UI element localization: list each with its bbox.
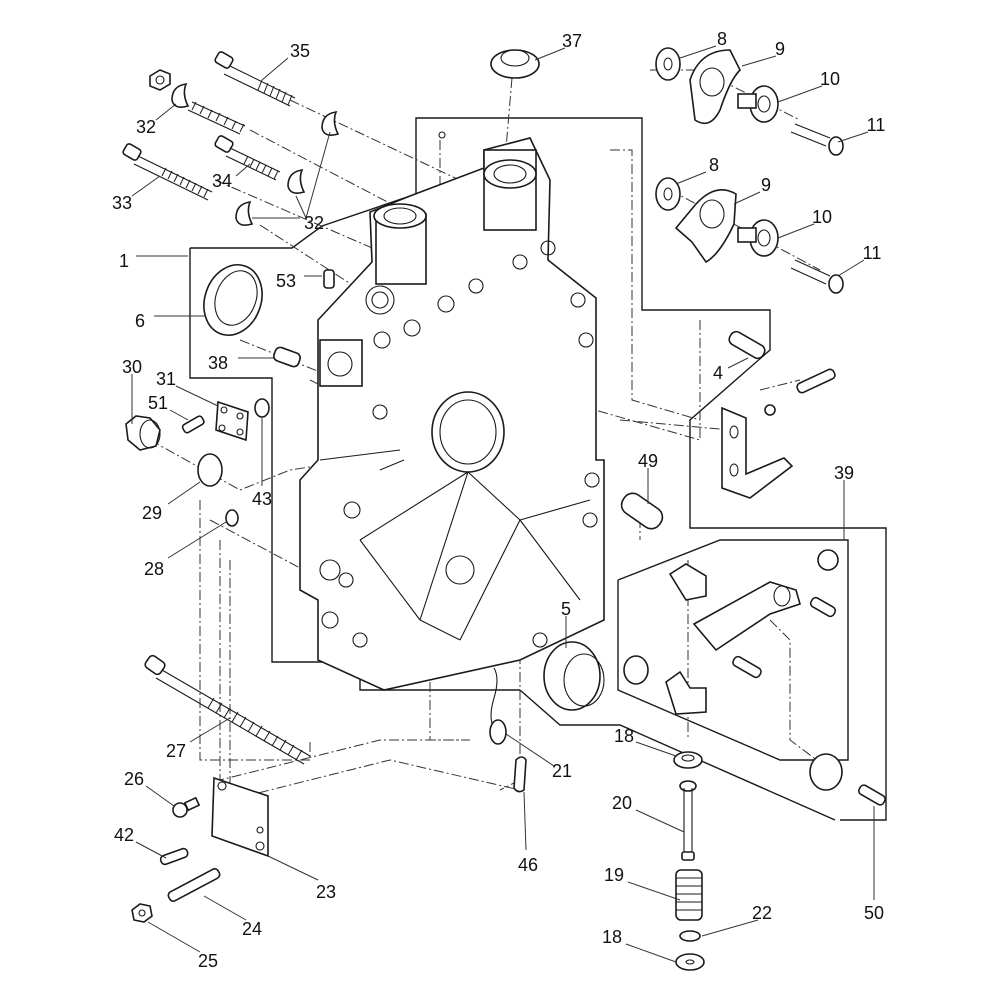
bushing-49	[620, 492, 664, 530]
callout-20: 20	[612, 793, 632, 813]
o-ring-29	[197, 453, 223, 487]
callout-29: 29	[142, 503, 162, 523]
callout-23: 23	[316, 882, 336, 902]
callout-9b: 9	[761, 175, 771, 195]
callout-6: 6	[135, 311, 145, 331]
valve-stack	[673, 751, 705, 971]
callout-27: 27	[166, 741, 186, 761]
seal-37	[490, 49, 540, 79]
callout-39: 39	[834, 463, 854, 483]
set-screw-38	[272, 346, 302, 368]
bracket	[721, 368, 836, 499]
callout-8b: 8	[709, 155, 719, 175]
set-screw-53	[323, 269, 335, 289]
callout-31: 31	[156, 369, 176, 389]
callout-18a: 18	[614, 726, 634, 746]
callout-5: 5	[561, 599, 571, 619]
callout-11a: 11	[867, 115, 886, 135]
callout-1: 1	[119, 251, 129, 271]
callout-34: 34	[212, 171, 232, 191]
main-housing	[299, 131, 605, 691]
callout-21: 21	[552, 761, 572, 781]
callout-11b: 11	[863, 243, 882, 263]
callout-49: 49	[638, 451, 658, 471]
pin-4	[728, 330, 766, 360]
callout-25: 25	[198, 951, 218, 971]
callout-51: 51	[148, 393, 168, 413]
spring-21	[489, 667, 507, 745]
callout-9a: 9	[775, 39, 785, 59]
plug-30	[125, 415, 161, 451]
bolt-33	[122, 143, 213, 201]
stud-24	[167, 868, 221, 902]
callout-8a: 8	[717, 29, 727, 49]
set-screw-42	[159, 847, 189, 866]
leader-lines	[131, 45, 875, 963]
callout-37: 37	[562, 31, 582, 51]
nut-25	[131, 903, 153, 923]
o-ring-28	[225, 509, 239, 527]
callout-18b: 18	[602, 927, 622, 947]
callout-53: 53	[276, 271, 296, 291]
cover-plate-31	[215, 400, 249, 442]
callout-32a: 32	[136, 117, 156, 137]
long-bolt-27	[144, 654, 311, 765]
rocker-group-upper	[655, 47, 844, 156]
rocker-group-lower	[655, 177, 844, 294]
callout-28: 28	[144, 559, 164, 579]
callout-32b: 32	[304, 213, 324, 233]
hex-nut	[149, 69, 171, 91]
callout-46: 46	[518, 855, 538, 875]
callout-35: 35	[290, 41, 310, 61]
callout-50: 50	[864, 903, 884, 923]
callout-22: 22	[752, 903, 772, 923]
screw-50	[858, 784, 886, 806]
callout-42: 42	[114, 825, 134, 845]
callout-10b: 10	[812, 207, 832, 227]
callout-30: 30	[122, 357, 142, 377]
bolt-long	[187, 101, 246, 135]
callout-4: 4	[713, 363, 723, 383]
bolt-35	[214, 51, 296, 107]
oil-seal-6	[203, 264, 263, 336]
callout-38: 38	[208, 353, 228, 373]
callout-10a: 10	[820, 69, 840, 89]
callout-33: 33	[112, 193, 132, 213]
bolt-34	[214, 135, 281, 181]
o-ring-43	[254, 398, 270, 418]
cover-plate-23	[211, 776, 269, 858]
assembly-frame-lines	[189, 117, 887, 821]
callout-19: 19	[604, 865, 624, 885]
link-46	[513, 756, 527, 793]
screw-26	[172, 796, 201, 818]
screw-51	[181, 415, 205, 434]
bushing-5	[543, 641, 605, 711]
callout-26: 26	[124, 769, 144, 789]
tab-washers-32	[171, 83, 340, 226]
lever-assembly-39	[623, 549, 843, 791]
callout-24: 24	[242, 919, 262, 939]
callout-43: 43	[252, 489, 272, 509]
